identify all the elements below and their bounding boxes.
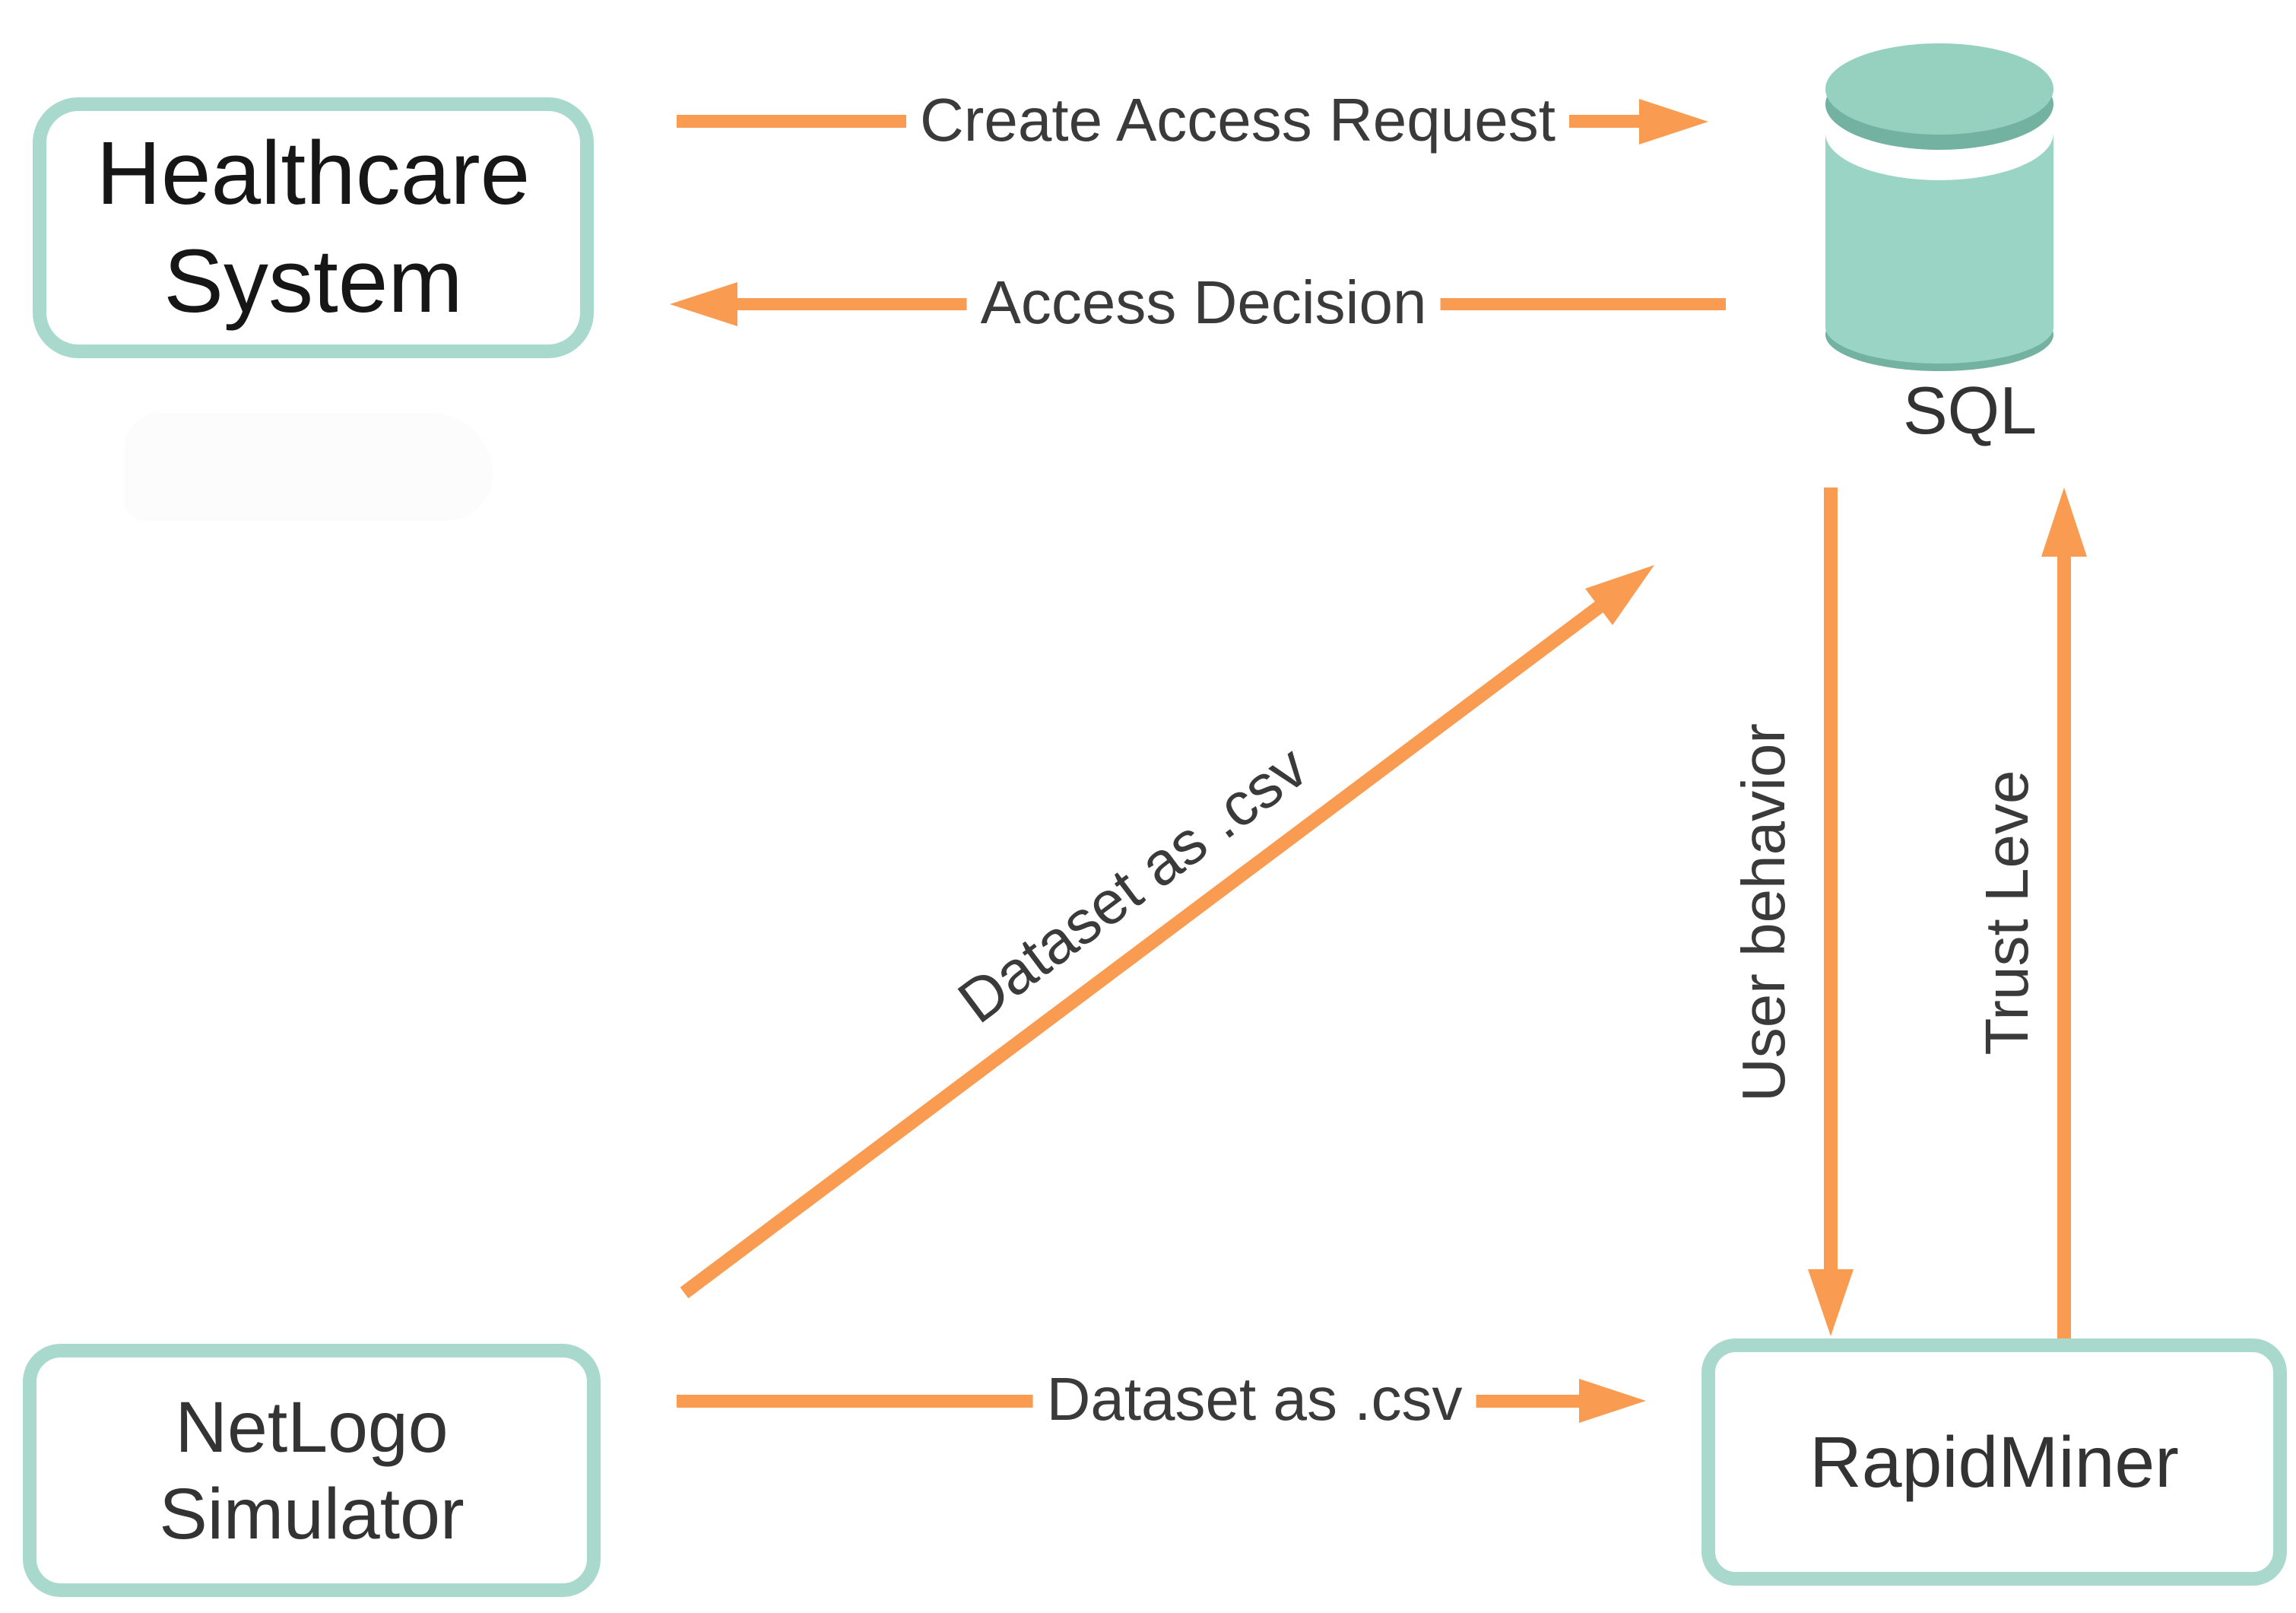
create-access-request-label: Create Access Request — [906, 85, 1569, 155]
trust-level-label: Trust Leve — [1973, 770, 2041, 1056]
rapidminer-label: RapidMiner — [1809, 1421, 2179, 1503]
rapidminer-node: RapidMiner — [1701, 1338, 2287, 1586]
healthcare-system-node: Healthcare System — [33, 97, 594, 358]
dataset-csv-diagonal-arrow — [680, 565, 1654, 1299]
sql-database-icon — [1822, 17, 2057, 382]
netlogo-simulator-label: NetLogo Simulator — [159, 1386, 465, 1554]
netlogo-simulator-node: NetLogo Simulator — [23, 1344, 601, 1597]
user-behavior-label: User behavior — [1730, 722, 1797, 1103]
trust-level-arrow — [2041, 487, 2087, 1338]
user-behavior-arrow — [1808, 487, 1854, 1336]
ghost-artifact — [124, 413, 493, 521]
dataset-csv-bottom-label: Dataset as .csv — [1032, 1364, 1476, 1434]
sql-label: SQL — [1902, 373, 2038, 448]
healthcare-system-label: Healthcare System — [96, 122, 531, 332]
access-decision-label: Access Decision — [966, 268, 1441, 338]
